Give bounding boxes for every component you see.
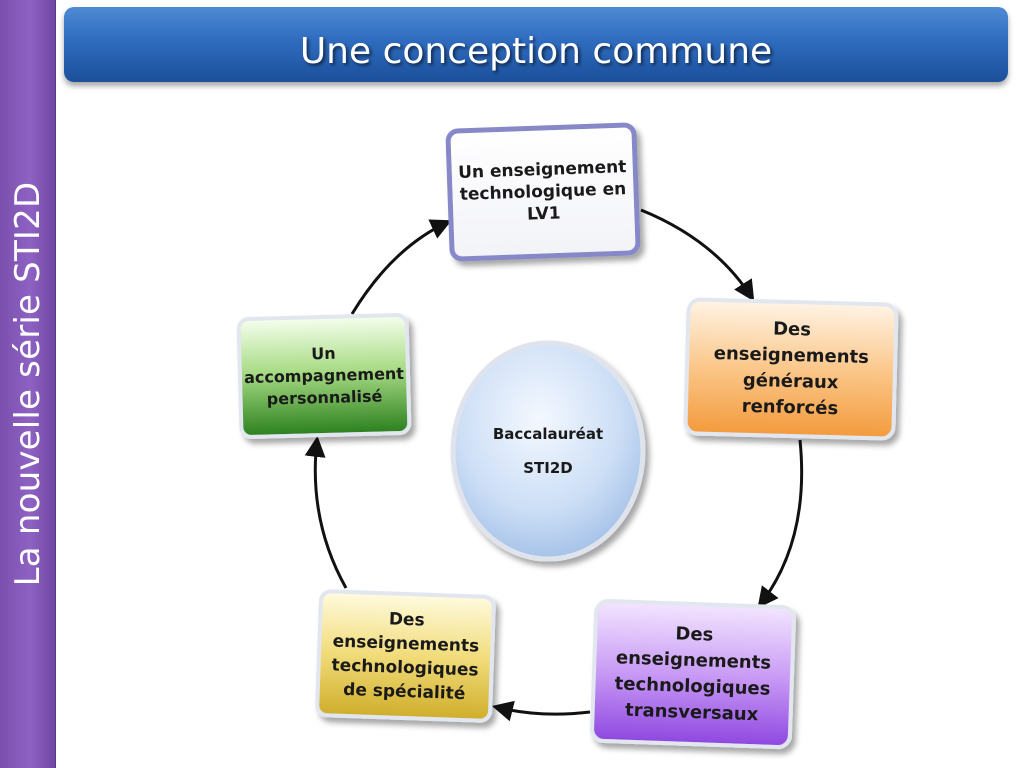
arrow-lv1-to-generaux: [640, 208, 755, 302]
arrow-generaux-to-transversaux: [757, 439, 804, 609]
box-accompagnement: [236, 313, 412, 439]
page-title: Une conception commune: [299, 31, 773, 72]
box-specialite: [315, 589, 496, 723]
arrow-accompagnement-to-lv1: [350, 219, 452, 315]
arrow-transversaux-to-specialite: [491, 700, 591, 722]
box-lv1: [445, 122, 641, 262]
sidebar-band: La nouvelle série STI2D: [0, 0, 56, 768]
title-banner: Une conception commune: [64, 7, 1008, 82]
box-transversaux: [590, 599, 796, 750]
center-circle: [450, 340, 646, 562]
box-generaux: [683, 297, 899, 441]
arrow-specialite-to-accompagnement: [304, 435, 348, 589]
